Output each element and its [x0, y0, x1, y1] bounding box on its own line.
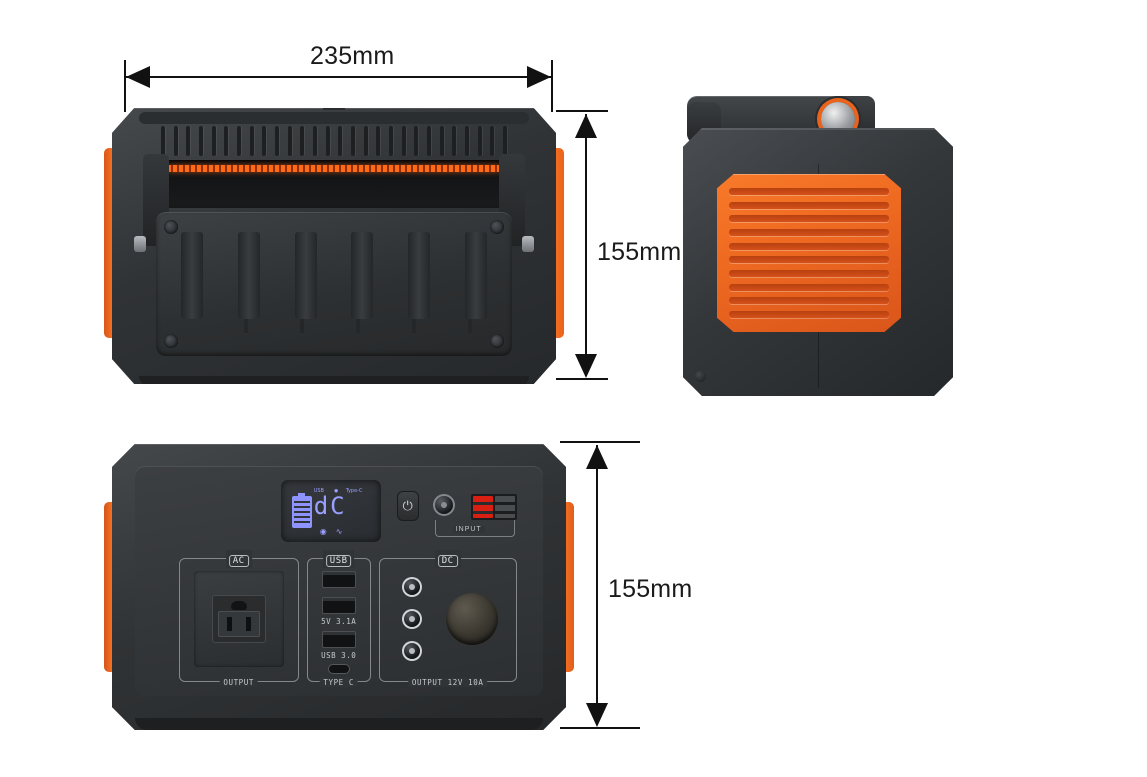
- lcd-usb-label: USB: [313, 488, 324, 494]
- usb-footer-label: TYPE C: [319, 678, 359, 687]
- dimension-arrow-down: [575, 354, 597, 378]
- dimension-arrow-right: [527, 66, 551, 88]
- input-label: INPUT: [452, 526, 485, 533]
- usb-a-port[interactable]: [321, 597, 356, 614]
- panel-screw: [489, 220, 504, 234]
- side-vent-panel: [717, 174, 901, 332]
- dc-output-jack[interactable]: [401, 577, 422, 597]
- panel-chevrons: [191, 318, 477, 333]
- ac-ground-slot: [230, 601, 247, 610]
- lcd-ac-icon: ●: [333, 486, 339, 495]
- dimension-label-width: 235mm: [310, 42, 395, 70]
- usb-output-group: USB 5V 3.1A USB 3.0 TYPE C: [306, 550, 371, 687]
- input-terminals[interactable]: [470, 494, 517, 520]
- dc-output-jack[interactable]: [401, 609, 422, 629]
- dc-footer-label: OUTPUT 12V 10A: [407, 678, 488, 687]
- panel-ribs: [181, 232, 487, 319]
- usb-version-label: USB 3.0: [321, 651, 357, 660]
- top-view-illustration: [104, 100, 564, 390]
- dc-output-group: DC OUTPUT 12V 10A: [378, 550, 517, 687]
- front-view-illustration: dC USB ● Type-C ◉ ∿ ⏻ INPUT: [104, 440, 574, 732]
- usb-a-port[interactable]: [321, 631, 356, 648]
- usb-a-port[interactable]: [321, 571, 356, 588]
- top-vent-grille: [160, 126, 507, 156]
- extension-line: [560, 727, 640, 729]
- side-view-illustration: [683, 96, 953, 396]
- lcd-digits: dC: [313, 492, 347, 520]
- dc-tag-text: DC: [437, 555, 458, 567]
- device-body-top: [112, 108, 556, 384]
- dimension-line-width: [126, 76, 551, 78]
- base-edge: [138, 376, 530, 384]
- terminal-black[interactable]: [494, 496, 515, 518]
- lcd-wave-icon: ∿: [335, 527, 343, 536]
- vent-slots: [729, 188, 889, 318]
- ac-blade-slots: [217, 611, 260, 637]
- panel-screw: [164, 334, 179, 348]
- dc-group-tag: DC: [434, 550, 461, 568]
- top-ridge: [138, 112, 530, 124]
- dimension-arrow-left: [126, 66, 150, 88]
- panel-screw: [489, 334, 504, 348]
- usb-group-tag: USB: [322, 550, 355, 568]
- handle-hinge-left: [134, 236, 147, 252]
- extension-line: [556, 378, 608, 380]
- lcd-display: dC USB ● Type-C ◉ ∿: [280, 480, 381, 542]
- top-recessed-panel: [156, 212, 512, 356]
- cigarette-lighter-socket[interactable]: [445, 593, 498, 645]
- dimension-line-height: [596, 445, 598, 725]
- usb-tag-text: USB: [325, 555, 352, 567]
- dimension-line-height: [585, 114, 587, 376]
- battery-icon: [291, 493, 312, 528]
- ac-output-group: AC OUTPUT: [178, 550, 299, 687]
- handle-recess: [151, 160, 517, 208]
- extension-line: [551, 60, 553, 112]
- panel-screw: [164, 220, 179, 234]
- ac-group-tag: AC: [225, 550, 252, 568]
- lcd-dc-icon: ◉: [319, 527, 327, 536]
- dimension-arrow-down: [586, 703, 608, 727]
- dimension-arrow-up: [575, 114, 597, 138]
- power-button[interactable]: ⏻: [396, 491, 419, 521]
- ac-outlet-icon[interactable]: [211, 595, 266, 643]
- top-button-nub: [323, 108, 345, 110]
- dimension-arrow-up: [586, 445, 608, 469]
- lcd-typec-label: Type-C: [345, 488, 363, 494]
- dimension-label-height-top: 155mm: [597, 238, 682, 266]
- usb-c-port[interactable]: [327, 664, 350, 674]
- front-base-edge: [134, 718, 544, 730]
- led-strip: [166, 165, 502, 172]
- dc-output-jack[interactable]: [401, 641, 422, 661]
- front-panel-inset: dC USB ● Type-C ◉ ∿ ⏻ INPUT: [134, 466, 544, 696]
- device-body-front: dC USB ● Type-C ◉ ∿ ⏻ INPUT: [112, 444, 566, 730]
- handle-hinge-right: [521, 236, 534, 252]
- terminal-red[interactable]: [472, 496, 493, 518]
- ac-socket-face[interactable]: [193, 571, 284, 667]
- usb-rating-label: 5V 3.1A: [321, 617, 357, 626]
- extension-line: [124, 60, 126, 112]
- input-bracket: [434, 520, 515, 537]
- ac-tag-text: AC: [228, 555, 249, 567]
- input-dc-jack[interactable]: [432, 494, 455, 516]
- extension-line: [560, 441, 640, 443]
- extension-line: [556, 110, 608, 112]
- dimension-label-height-front: 155mm: [608, 575, 693, 603]
- side-screw: [695, 371, 706, 382]
- ac-footer-label: OUTPUT: [219, 678, 259, 687]
